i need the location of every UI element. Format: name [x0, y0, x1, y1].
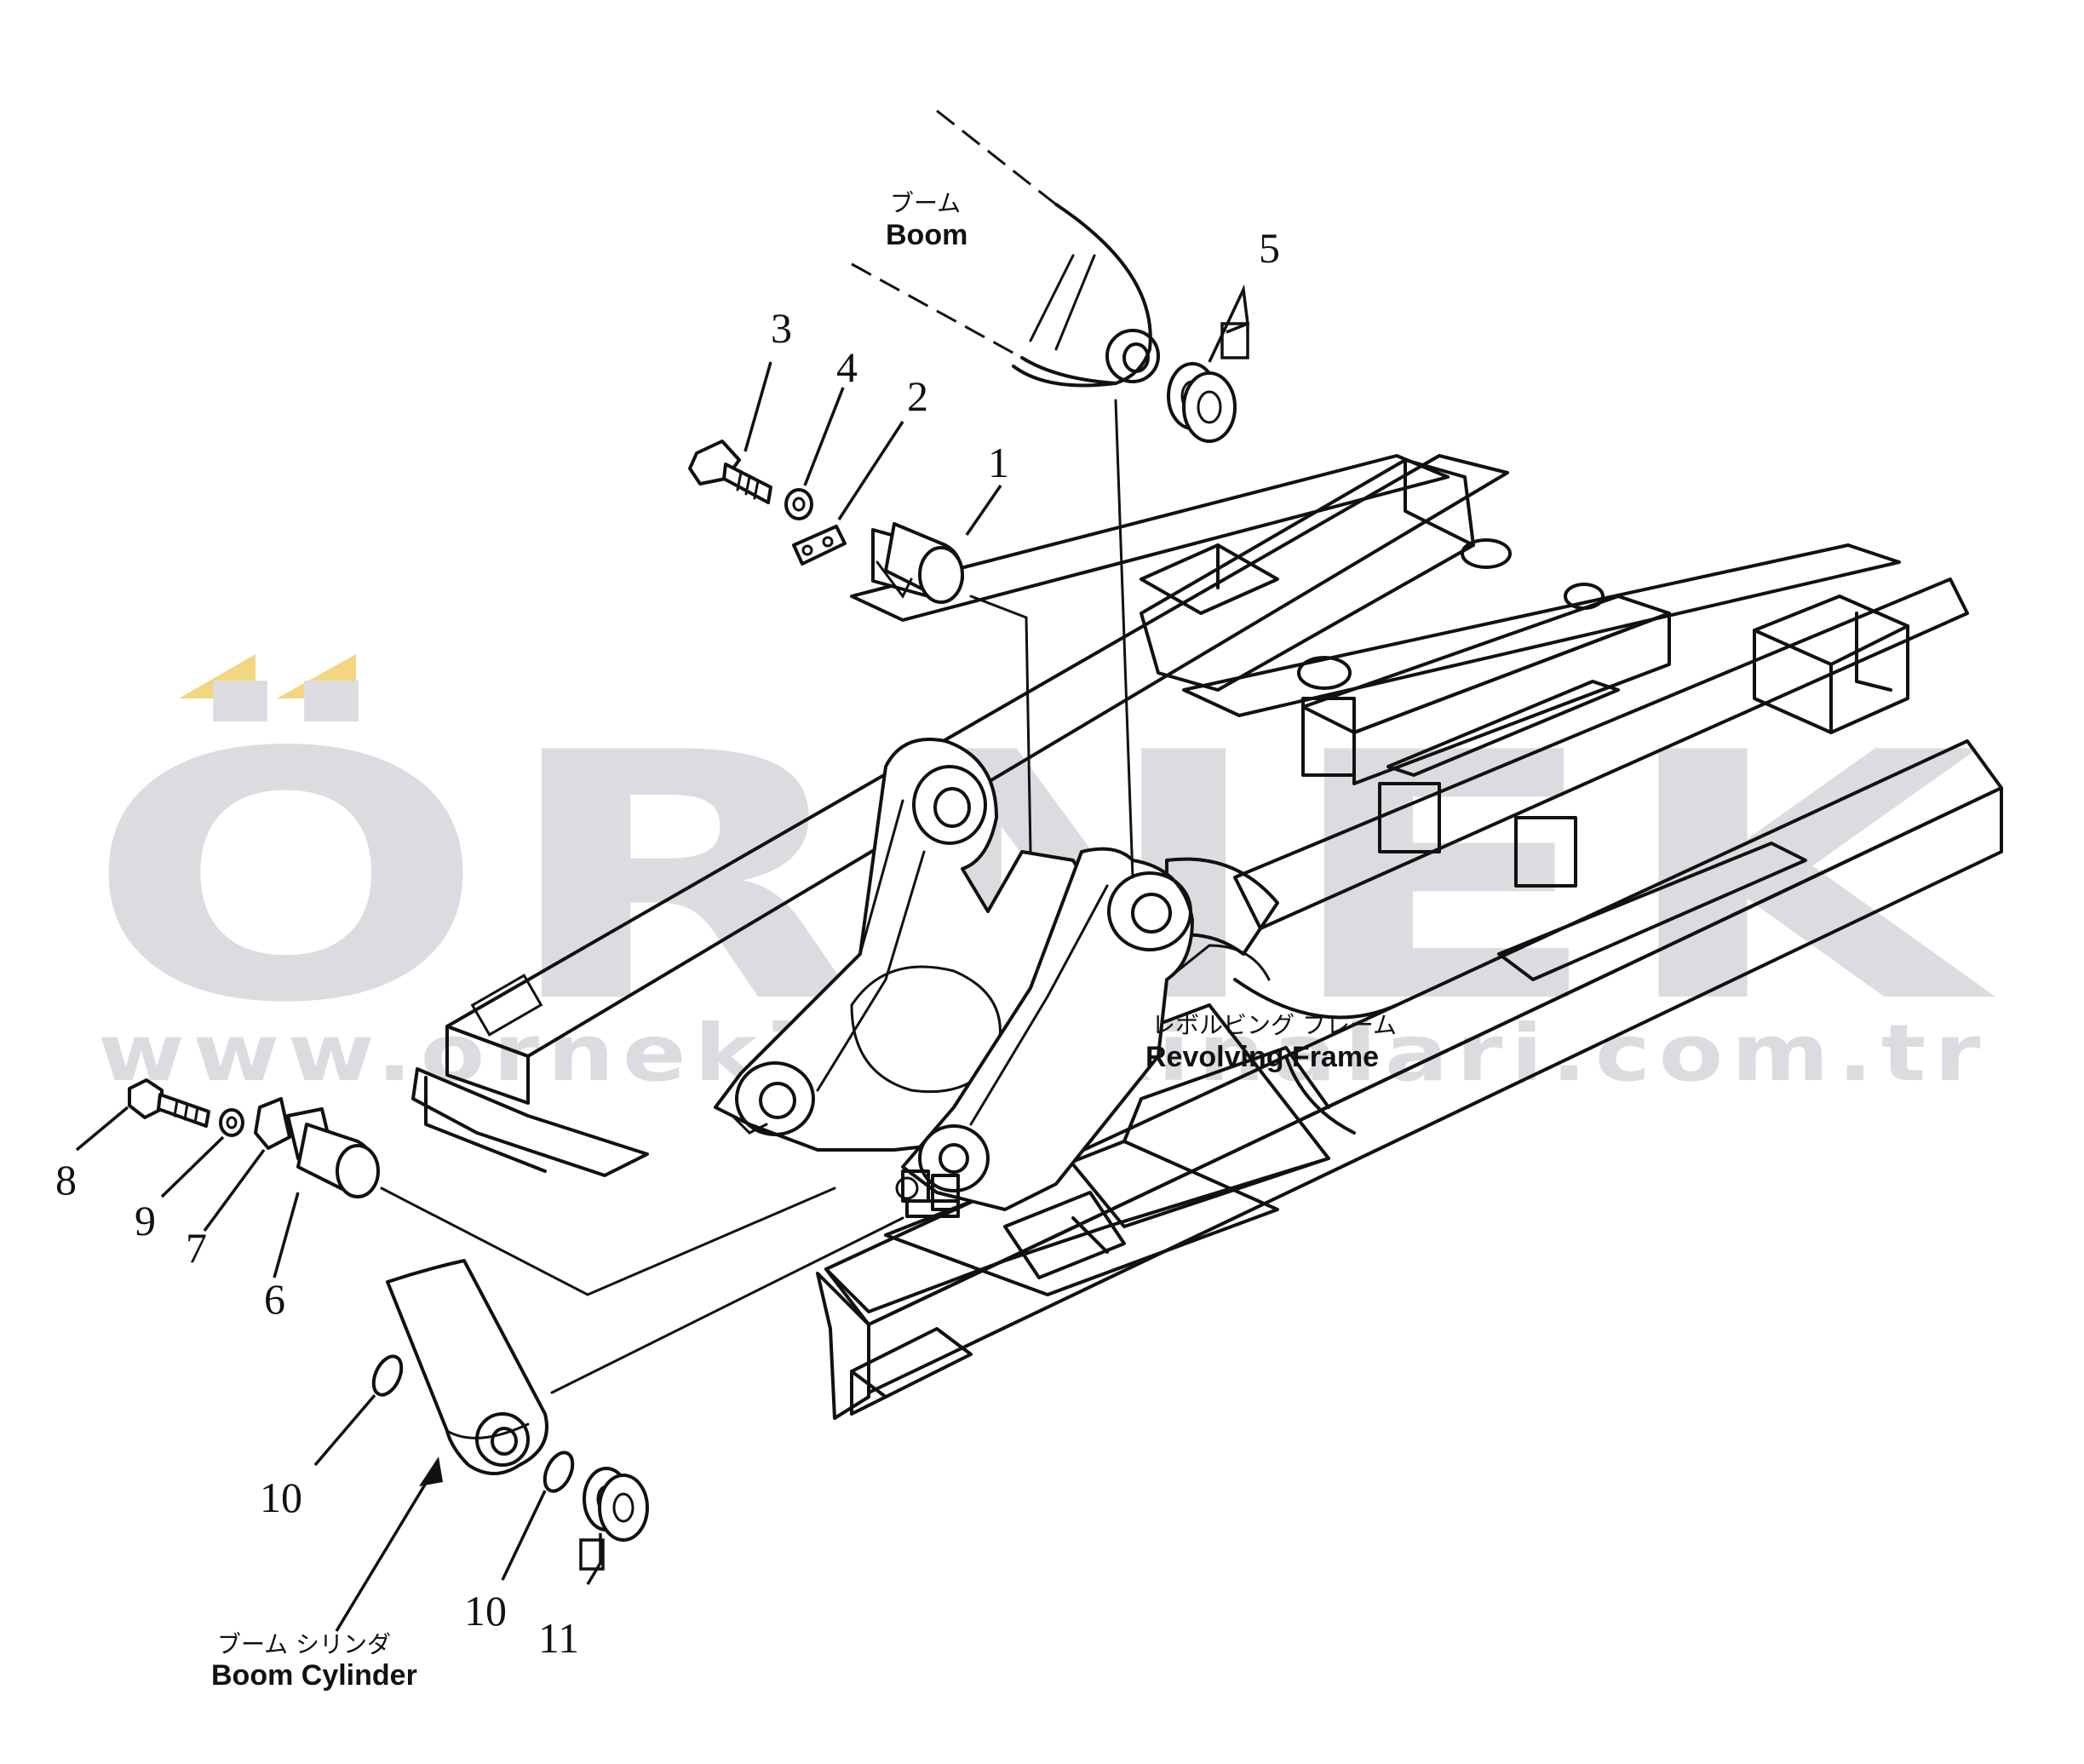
- part-11-shims: [583, 1467, 649, 1542]
- part-7-lock-plate: [254, 1097, 291, 1150]
- boom-drawing: [851, 109, 1160, 388]
- part-8-bolt: [128, 1078, 210, 1128]
- boom-foot-brackets: [714, 738, 1271, 1218]
- part-9-washer: [219, 1108, 244, 1137]
- callout-1: 1: [988, 439, 1009, 486]
- boom-cylinder-label-jp: ブーム シリンダ: [217, 1630, 391, 1658]
- callout-numbers: 1 2 3 4 5 6 7 8 9 10 10 11: [55, 224, 1280, 1662]
- labels: ブーム Boom レボルビング フレーム Revolving Frame ブーム…: [211, 189, 1397, 1692]
- boom-cylinder-drawing: [386, 1259, 548, 1475]
- callout-4: 4: [836, 343, 858, 391]
- callout-9: 9: [135, 1197, 156, 1244]
- assembly-guide-lines: [380, 399, 1134, 1394]
- callout-3: 3: [771, 304, 792, 352]
- callout-8: 8: [55, 1156, 77, 1204]
- cylinder-arrowhead: [419, 1457, 443, 1486]
- part-5-shims: [1167, 362, 1237, 443]
- part-4-washer: [784, 488, 813, 520]
- boom-label-en: Boom: [886, 219, 967, 251]
- part-10-seals: [371, 1354, 575, 1493]
- callout-7: 7: [186, 1224, 207, 1272]
- leader-lines: [75, 284, 1249, 1632]
- callout-2: 2: [907, 372, 928, 420]
- callout-10-right: 10: [464, 1587, 507, 1635]
- callout-11: 11: [538, 1614, 579, 1662]
- revolving-frame-drawing: [411, 454, 2003, 1420]
- revolving-frame-label-en: Revolving Frame: [1145, 1041, 1379, 1073]
- revolving-frame-label-jp: レボルビング フレーム: [1151, 1011, 1397, 1039]
- part-6-cylinder-pin: [286, 1107, 380, 1198]
- callout-10-left: 10: [260, 1474, 302, 1521]
- part-2-lock-plate: [792, 525, 847, 566]
- boom-cylinder-label-en: Boom Cylinder: [211, 1659, 417, 1692]
- callout-6: 6: [264, 1275, 285, 1323]
- part-1-boom-foot-pin: [871, 522, 964, 604]
- watermark-accent-right: [277, 654, 356, 698]
- watermark-accent-left: [179, 654, 255, 698]
- boom-label-jp: ブーム: [890, 189, 961, 217]
- part-3-bolt: [688, 440, 772, 504]
- callout-5: 5: [1259, 224, 1280, 272]
